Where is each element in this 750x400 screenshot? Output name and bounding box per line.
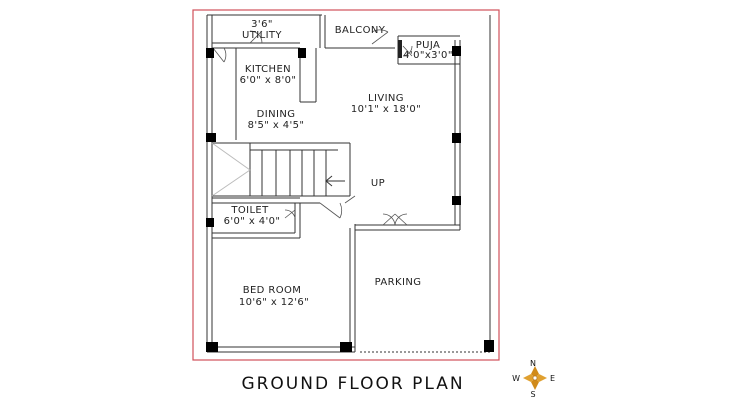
dining-dim: 8'5" x 4'5" bbox=[248, 120, 305, 131]
plan-title: GROUND FLOOR PLAN bbox=[241, 374, 464, 394]
compass-west: W bbox=[512, 374, 520, 383]
doors bbox=[212, 29, 413, 226]
stair-up-label: UP bbox=[371, 178, 385, 189]
toilet-label: TOILET bbox=[230, 205, 269, 216]
compass-south: S bbox=[530, 390, 535, 399]
bedroom-dim: 10'6" x 12'6" bbox=[239, 297, 309, 308]
kitchen-label: KITCHEN bbox=[245, 64, 291, 75]
sheet-border bbox=[192, 9, 500, 361]
parking-label: PARKING bbox=[375, 277, 422, 288]
puja-label: PUJA bbox=[416, 40, 441, 51]
compass-icon bbox=[523, 366, 547, 390]
compass-north: N bbox=[530, 359, 536, 368]
balcony-label: BALCONY bbox=[335, 25, 386, 36]
bedroom-label: BED ROOM bbox=[243, 285, 302, 296]
utility-dim: 3'6" bbox=[251, 19, 273, 30]
living-label: LIVING bbox=[368, 93, 404, 104]
toilet-dim: 6'0" x 4'0" bbox=[224, 216, 281, 227]
utility-label: UTILITY bbox=[242, 30, 282, 41]
interior-walls bbox=[212, 35, 460, 239]
dining-label: DINING bbox=[257, 109, 296, 120]
columns bbox=[206, 40, 494, 352]
living-dim: 10'1" x 18'0" bbox=[351, 104, 421, 115]
kitchen-dim: 6'0" x 8'0" bbox=[240, 75, 297, 86]
puja-dim: 4'0"x3'0" bbox=[403, 50, 453, 61]
staircase bbox=[211, 142, 351, 197]
compass-east: E bbox=[550, 374, 555, 383]
